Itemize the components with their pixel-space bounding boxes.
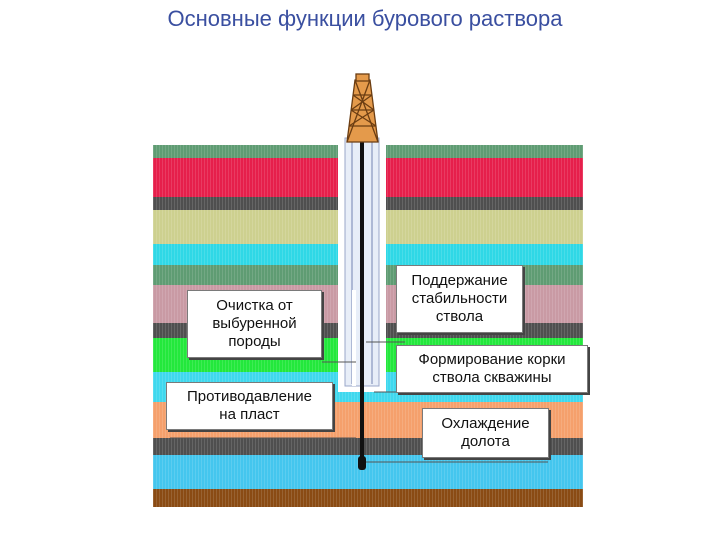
label-filter-cake: Формирование корки ствола скважины [396,345,588,393]
label-stability-text: Поддержание стабильности ствола [411,272,508,325]
label-cleaning-text: Очистка от выбуренной породы [212,297,297,350]
label-backpressure: Противодавление на пласт [166,382,333,430]
label-backpressure-text: Противодавление на пласт [186,388,313,423]
label-cooling: Охлаждение долота [422,408,549,458]
label-cleaning: Очистка от выбуренной породы [187,290,322,358]
drill-bit [358,456,366,470]
derrick [346,73,379,143]
stratum-texture [153,489,583,507]
label-cooling-text: Охлаждение долота [441,415,530,450]
label-stability: Поддержание стабильности ствола [396,265,523,333]
page-title: Основные функции бурового раствора [167,6,563,31]
label-filter-cake-text: Формирование корки ствола скважины [418,351,566,386]
leader-lines [170,341,548,463]
open-hole-gap [352,290,356,386]
stratum-texture [153,455,583,489]
